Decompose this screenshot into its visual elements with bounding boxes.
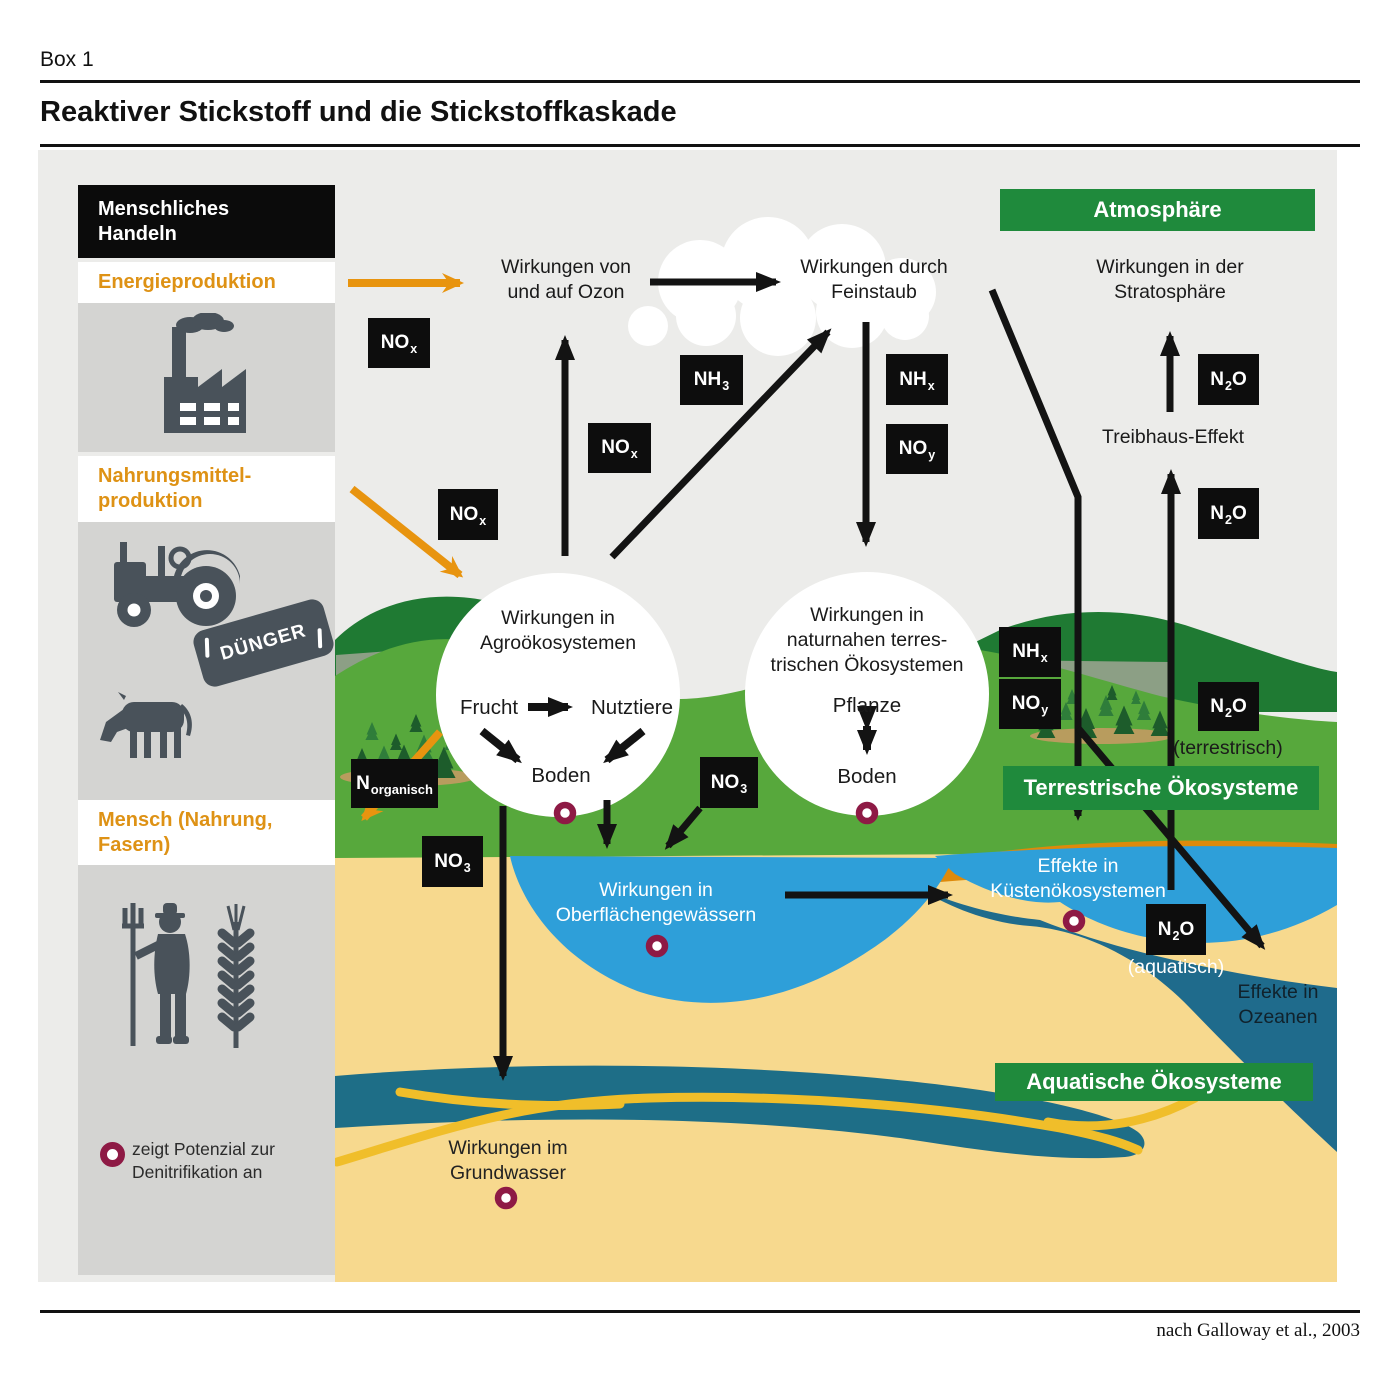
denitrification-markers [494,801,1086,1210]
node-treibhaus-effekt: Treibhaus-Effekt [1102,426,1244,448]
natural-ecosystem-circle [745,572,989,816]
header-rule-bottom [40,144,1360,147]
node-grundwasser: Wirkungen im Grundwasser [448,1137,568,1184]
ocean-deep-water [912,884,1337,1152]
footer-rule [40,1310,1360,1313]
node-stratosphaere: Wirkungen in der Stratosphäre [1096,256,1244,303]
sidebar-title: Menschliches Handeln [78,185,335,258]
sidebar-item-mensch: Mensch (Nahrung, Fasern) [78,800,335,865]
agro-soil-label: Boden [531,764,591,787]
tractor-icon [114,542,240,627]
node-oberflaechengewaesser: Wirkungen in Oberflächengewässern [555,879,757,926]
box-label: Box 1 [40,48,94,71]
groundwater-band [335,1065,1145,1159]
legend-text: zeigt Potenzial zur Denitrifikation an [132,1139,275,1182]
natural-plant-label: Pflanze [832,694,902,717]
node-ozon: Wirkungen von und auf Ozon [500,256,632,303]
cow-icon [100,692,192,758]
flow-agro-to-particulate [609,328,832,560]
bag-seam [317,628,323,649]
node-feinstaub: Wirkungen durch Feinstaub [800,256,948,303]
fertilizer-bag-label: DÜNGER [218,620,309,665]
figure-title: Reaktiver Stickstoff und die Stickstoffk… [40,96,677,128]
zone-aquatische-oekosysteme: Aquatische Ökosysteme [995,1063,1313,1101]
cloud [628,217,936,356]
natural-soil-label: Boden [837,765,897,788]
farmer-icon [122,903,190,1046]
sidebar-item-energieproduktion: Energieproduktion [78,262,335,303]
grove-ground-right [1030,728,1174,744]
flow-livestock-to-soil [603,727,646,764]
denitrification-legend-marker [100,1142,125,1167]
flow-particulate-to-coastal [988,288,1088,821]
flow-no3-to-surface-water [664,805,703,850]
agro-crop-label: Frucht [459,696,519,719]
source-credit: nach Galloway et al., 2003 [1156,1320,1360,1341]
header-rule-top [40,80,1360,83]
bag-seam [204,637,210,658]
chem-n2o-aquatic-qualifier: (aquatisch) [1127,956,1225,978]
natural-circle-title: Wirkungen in naturnahen terres- trischen… [770,604,964,676]
groundwater-flow-streaks [332,1087,1200,1167]
wheat-icon [217,904,255,1048]
node-ozeane: Effekte in Ozeanen [1237,981,1319,1028]
flow-crop-to-soil [479,727,522,764]
chem-n2o-terrestrial-qualifier: (terrestrisch) [1173,737,1283,759]
sidebar-panel-human [78,865,335,1275]
sidebar-item-nahrungsmittelproduktion: Nahrungsmittel- produktion [78,456,335,522]
factory-icon [164,313,246,433]
zone-terrestrische-oekosysteme: Terrestrische Ökosysteme [1003,766,1319,810]
node-kuestenoekosysteme: Effekte in Küstenökosystemen [990,855,1166,902]
agro-livestock-label: Nutztiere [590,696,674,719]
agro-circle-title: Wirkungen in Agroökosystemen [479,607,637,654]
zone-atmosphaere: Atmosphäre [1000,189,1315,231]
flow-food-to-agro [349,485,464,579]
